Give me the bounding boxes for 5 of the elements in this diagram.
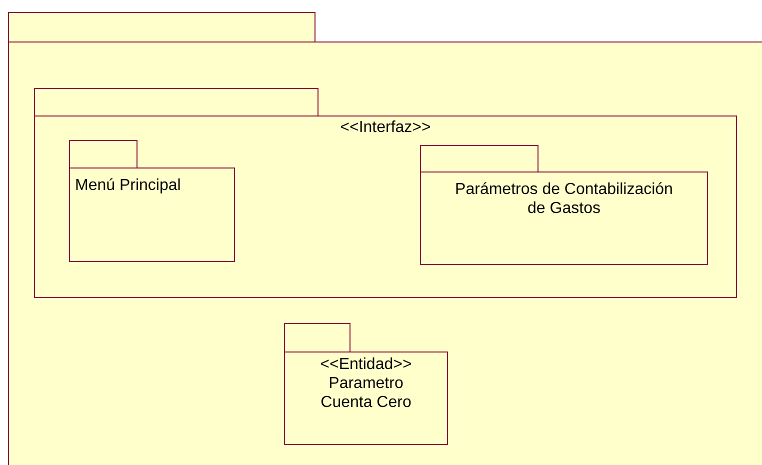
package-name: Parámetros de Contabilización de Gastos xyxy=(454,180,674,218)
stereotype-label: <<Interfaz>> xyxy=(340,118,431,137)
package-name: Menú Principal xyxy=(75,176,181,195)
package-name: Parametro Cuenta Cero xyxy=(320,374,412,412)
stereotype-label: <<Entidad>> xyxy=(320,355,412,374)
